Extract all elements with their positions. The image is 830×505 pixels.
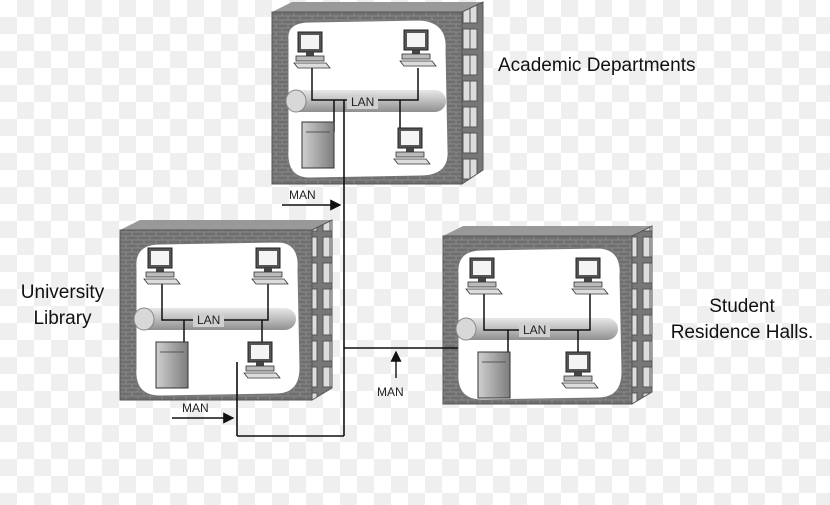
student-residence-halls-label: Student Residence Halls. <box>664 294 820 346</box>
academic-lan-label: LAN <box>347 95 379 109</box>
student-residence-label-line2: Residence Halls. <box>670 322 814 343</box>
academic-server-icon <box>301 121 335 169</box>
residence-server-icon <box>477 351 511 399</box>
library-building <box>119 219 333 401</box>
residence-building <box>442 225 653 405</box>
student-residence-label-line1: Student <box>709 296 775 317</box>
university-library-label-line1: University <box>20 282 105 303</box>
residence-lan-label: LAN <box>519 323 551 337</box>
man-bottom-label: MAN <box>377 385 404 399</box>
man-top-label: MAN <box>289 188 316 202</box>
man-arrows <box>172 199 402 424</box>
university-library-label-line2: Library <box>33 308 92 329</box>
library-lan-label: LAN <box>193 313 225 327</box>
man-left-label: MAN <box>182 401 209 415</box>
academic-departments-label: Academic Departments <box>498 55 696 76</box>
library-server-icon <box>155 341 189 389</box>
university-library-label: University Library <box>10 280 115 332</box>
man-backbone <box>236 100 458 437</box>
